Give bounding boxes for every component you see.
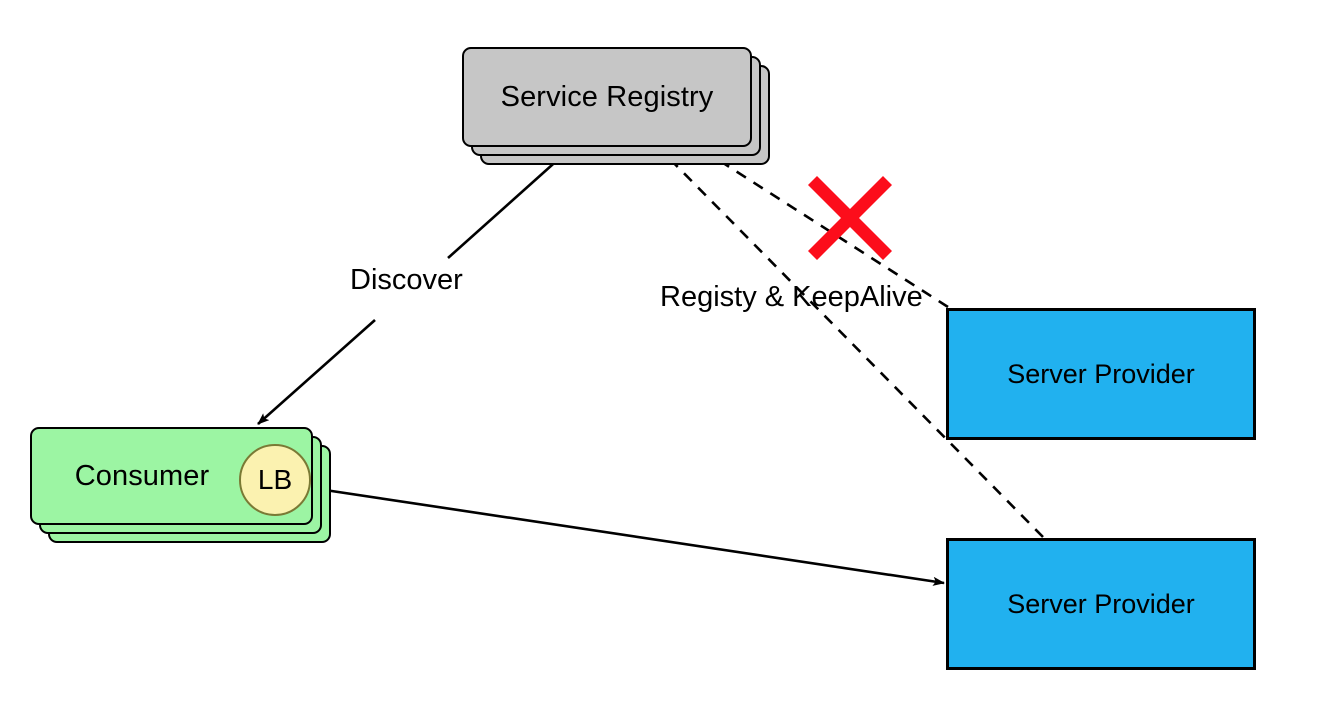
edge-consumer-invoke [304, 485, 945, 586]
edge-label-registry-keepalive: Registy & KeepAlive [660, 281, 923, 313]
consumer-label: Consumer [74, 459, 210, 492]
edge-discover [257, 147, 572, 425]
lb-badge-label: LB [257, 464, 293, 495]
edge-label-discover: Discover [347, 264, 466, 297]
service-registry-label: Service Registry [500, 80, 714, 113]
edge-registry-keepalive-bottom [662, 151, 1044, 538]
failure-cross-icon [800, 168, 900, 268]
consumer-load-balancer-badge[interactable]: LB [239, 444, 311, 516]
registry-stack-layer-1 [462, 47, 752, 147]
node-server-provider-top[interactable]: Server Provider [946, 308, 1256, 440]
node-service-registry[interactable]: Service Registry [462, 47, 770, 165]
server-provider-top-label: Server Provider [1007, 358, 1195, 389]
edge-registry-keepalive-top [705, 150, 949, 309]
server-provider-bottom-label: Server Provider [1007, 588, 1195, 619]
node-server-provider-bottom[interactable]: Server Provider [946, 538, 1256, 670]
